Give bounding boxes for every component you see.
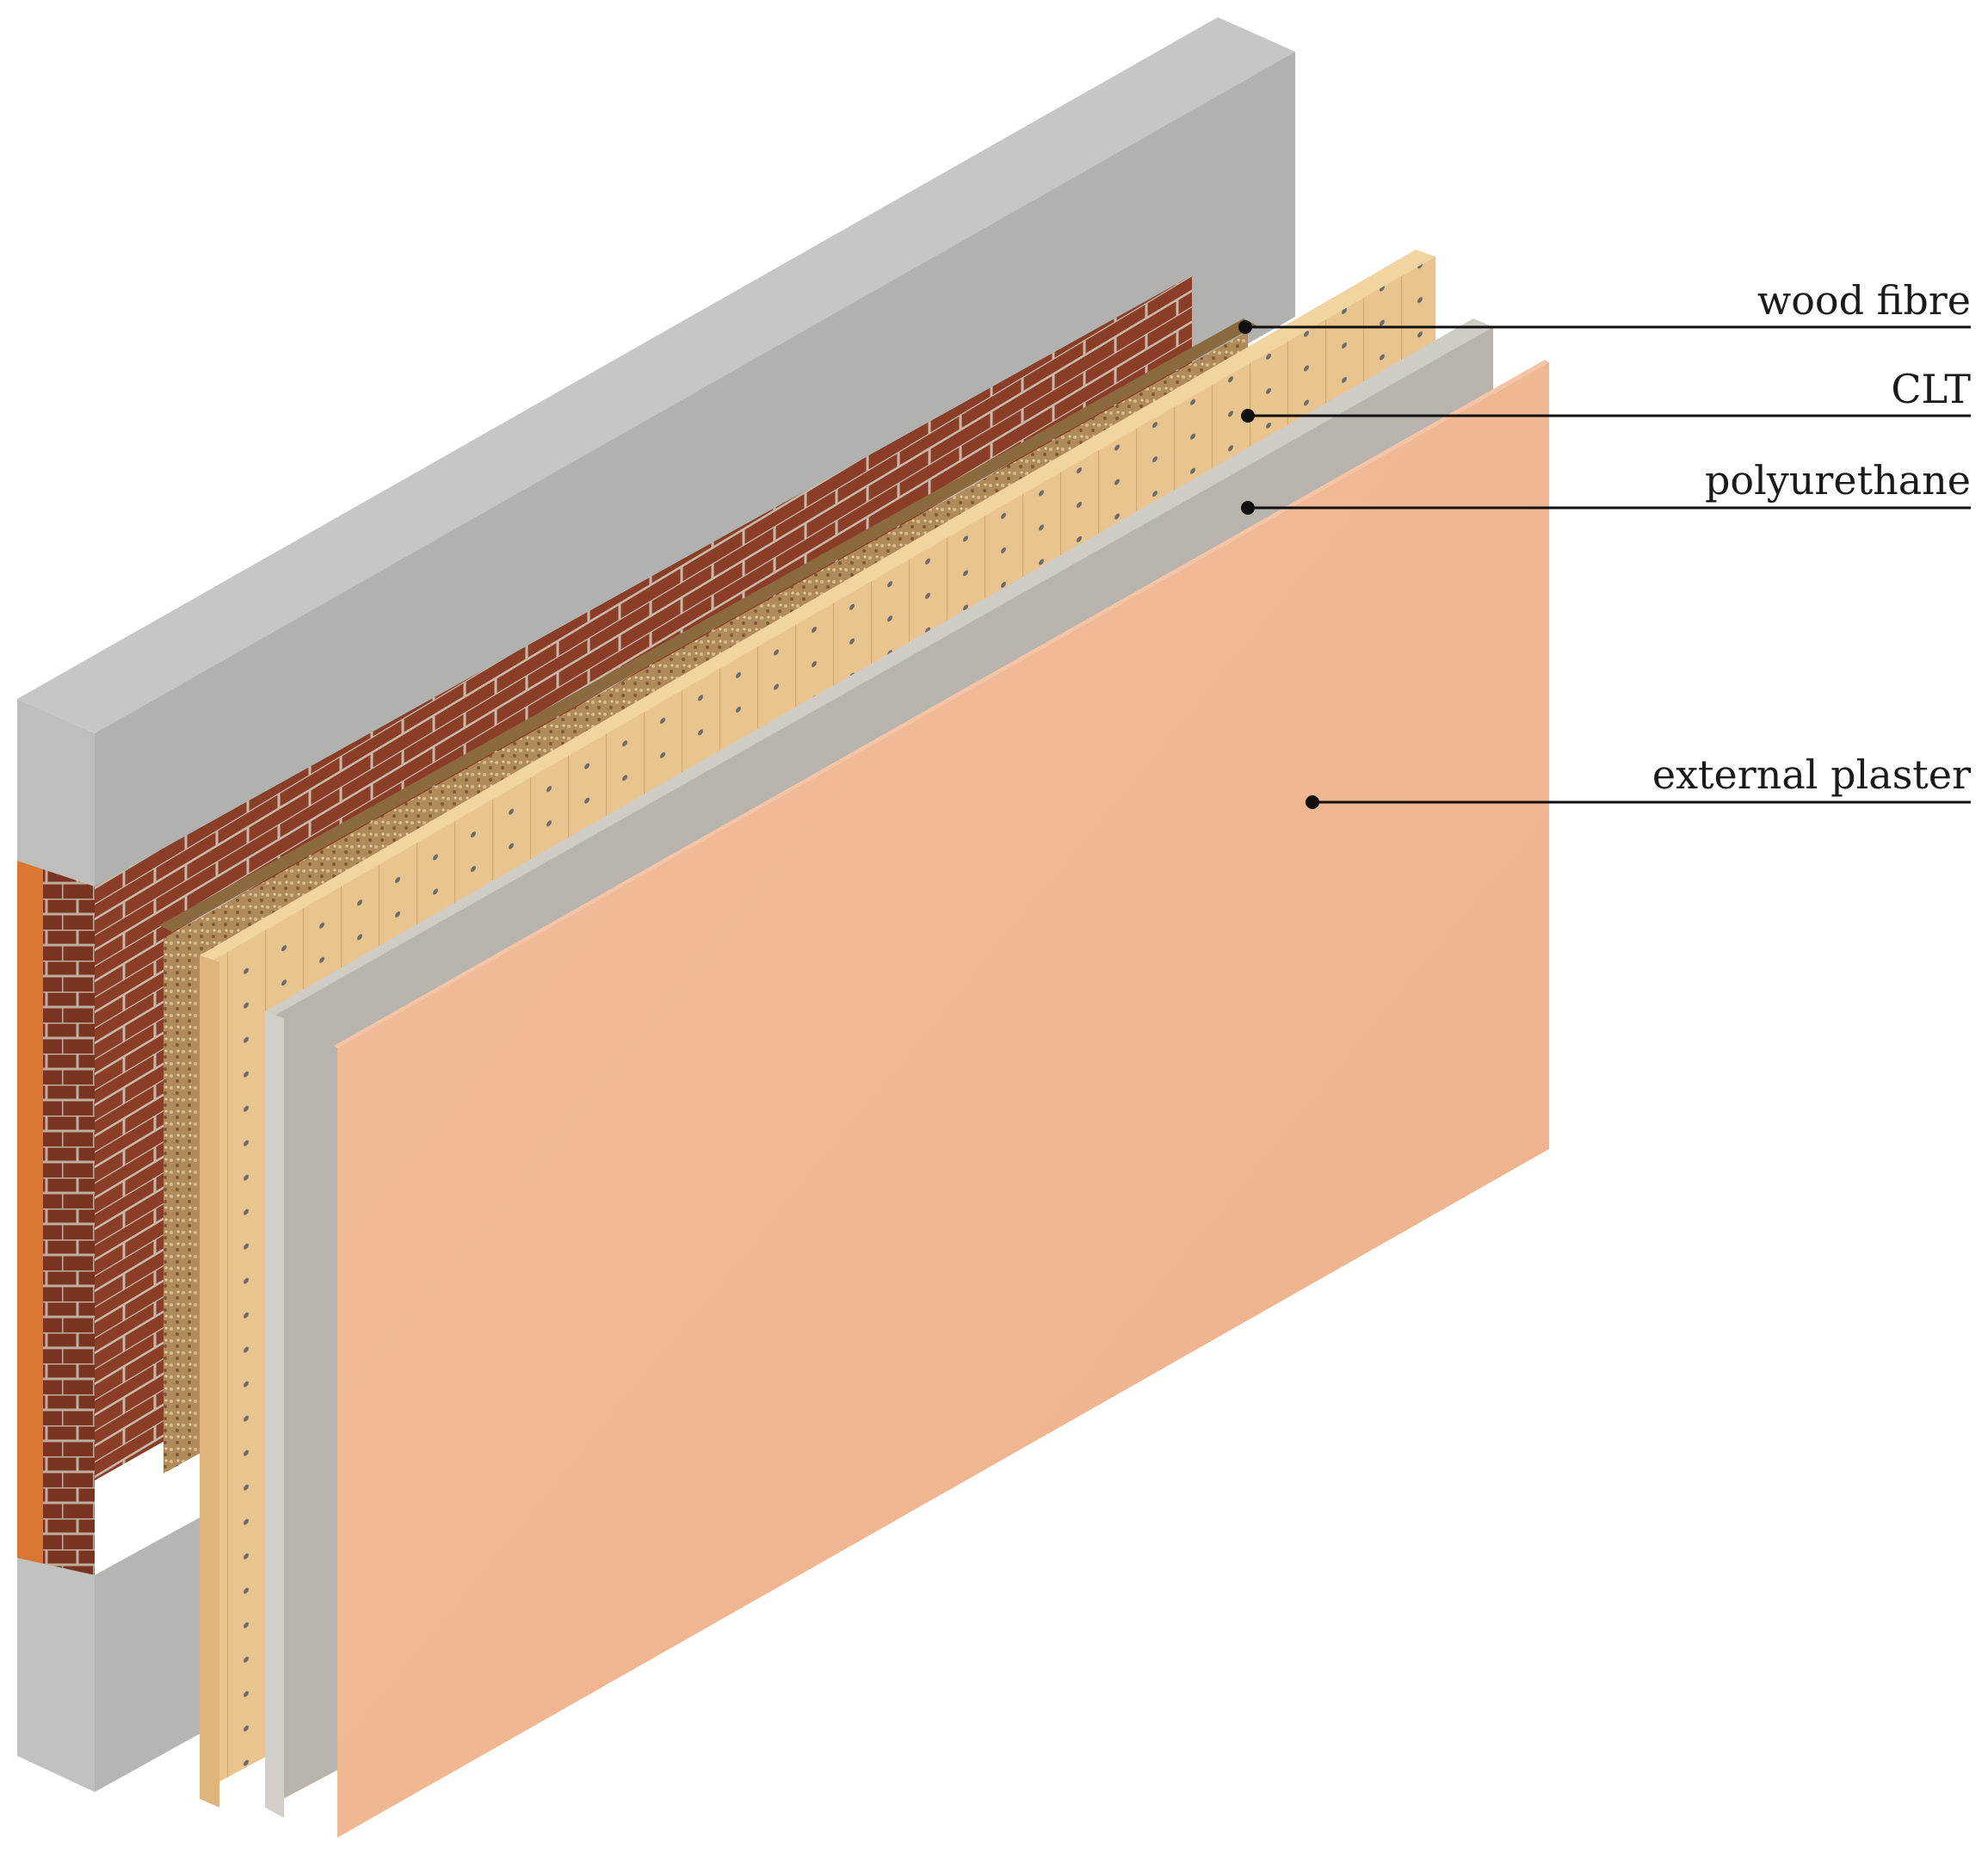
external-plaster-panel	[337, 362, 1549, 1838]
clt-side	[200, 955, 219, 1807]
brick-wall-side	[17, 861, 43, 1566]
wood-fibre-edge	[159, 318, 1256, 932]
plaster-edge	[334, 360, 1549, 1048]
concrete-beam-top	[17, 17, 1295, 733]
clt-edge	[200, 250, 1435, 962]
polyurethane-side	[265, 1011, 284, 1818]
label-wood-fibre: wood fibre	[1757, 277, 1971, 324]
label-external-plaster: external plaster	[1652, 751, 1971, 798]
polyurethane-edge	[265, 318, 1493, 1018]
label-polyurethane: polyurethane	[1705, 457, 1971, 504]
leader-polyurethane	[1241, 501, 1971, 515]
leader-clt	[1241, 409, 1971, 423]
concrete-base-side	[17, 1558, 95, 1792]
leader-external-plaster	[1306, 795, 1971, 809]
label-clt: CLT	[1891, 366, 1971, 412]
leader-wood-fibre	[1238, 320, 1971, 334]
brick-wall-side-texture	[43, 869, 95, 1575]
